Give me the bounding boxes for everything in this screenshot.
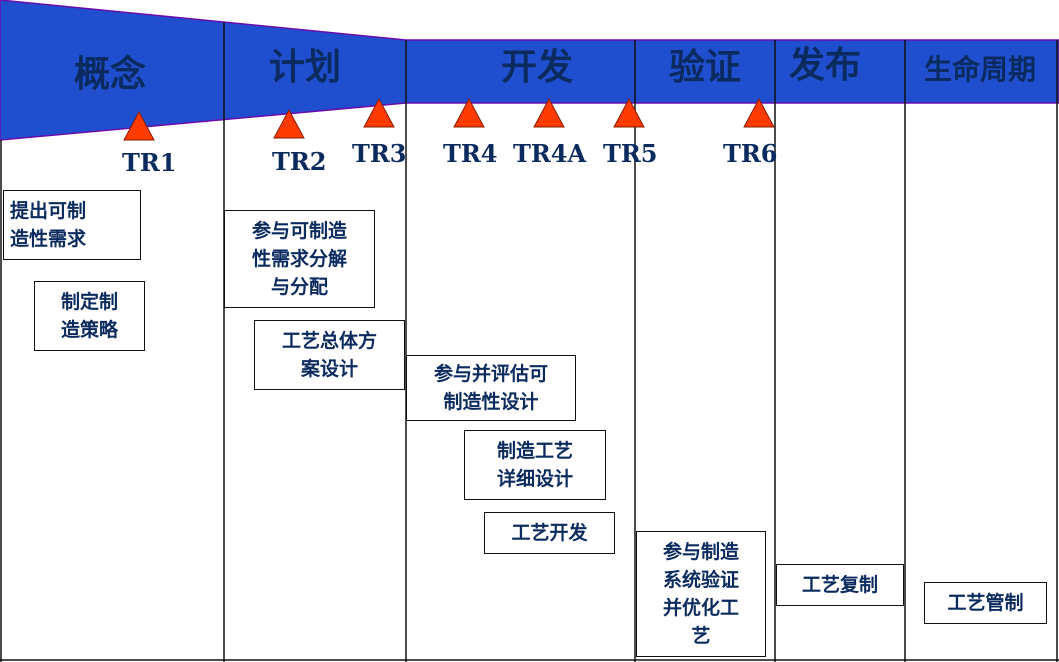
milestone-marker — [363, 97, 395, 128]
activity-box: 工艺管制 — [924, 582, 1047, 624]
phase-label-verify: 验证 — [668, 47, 742, 88]
milestone-marker — [453, 97, 485, 128]
milestone-label-tr6: TR6 — [723, 139, 778, 168]
milestone-label-tr4a: TR4A — [513, 139, 587, 168]
activity-box: 参与可制造 性需求分解 与分配 — [224, 210, 375, 308]
phase-label-release: 发布 — [788, 45, 862, 86]
milestone-marker — [533, 97, 565, 128]
phase-label-concept: 概念 — [73, 54, 147, 95]
milestone-label-tr4: TR4 — [443, 139, 498, 168]
activity-box: 工艺总体方 案设计 — [254, 320, 405, 390]
milestone-label-tr2: TR2 — [272, 147, 327, 176]
activity-box: 参与制造 系统验证 并优化工 艺 — [636, 531, 766, 657]
milestone-marker — [273, 108, 305, 139]
milestone-label-tr5: TR5 — [603, 139, 658, 168]
phase-label-develop: 开发 — [500, 47, 574, 88]
milestone-marker — [613, 97, 645, 128]
activity-box: 工艺复制 — [776, 564, 904, 606]
milestone-marker — [743, 97, 775, 128]
activity-box: 参与并评估可 制造性设计 — [406, 355, 576, 421]
activity-box: 提出可制 造性需求 — [3, 190, 141, 260]
phase-label-lifecycle: 生命周期 — [923, 53, 1037, 86]
activity-box: 工艺开发 — [484, 512, 615, 554]
phase-label-plan: 计划 — [268, 47, 342, 88]
milestone-marker — [123, 110, 155, 141]
activity-box: 制造工艺 详细设计 — [464, 430, 606, 500]
milestone-label-tr1: TR1 — [122, 148, 177, 177]
activity-box: 制定制 造策略 — [34, 281, 145, 351]
milestone-label-tr3: TR3 — [352, 139, 407, 168]
